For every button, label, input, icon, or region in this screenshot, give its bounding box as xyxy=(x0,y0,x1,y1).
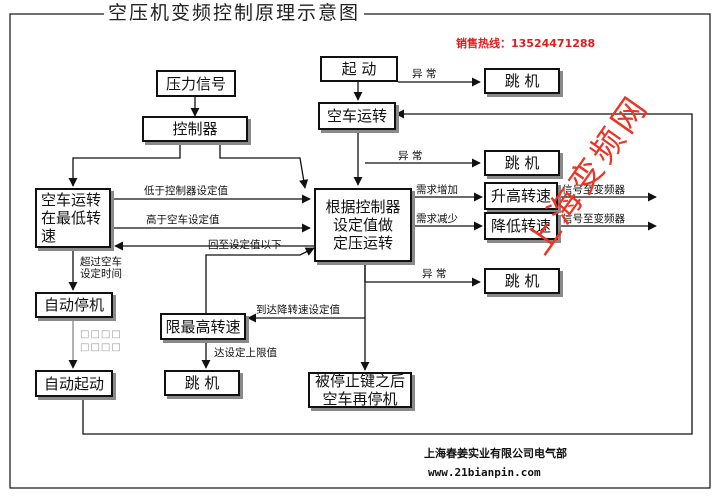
start-box: 起 动 xyxy=(320,56,398,82)
stop-key-box: 被停止键之后 空车再停机 xyxy=(308,372,412,408)
pressure-signal-box: 压力信号 xyxy=(156,70,236,97)
diagram-title: 空压机变频控制原理示意图 xyxy=(104,2,365,24)
label-abnormal-2: 异 常 xyxy=(398,150,423,162)
label-idle-timeout: 超过空车 设定时间 xyxy=(80,256,122,280)
auto-start-box: 自动起动 xyxy=(35,370,113,397)
trip-box-3: 跳 机 xyxy=(484,268,560,294)
speed-up-box: 升高转速 xyxy=(484,182,558,210)
website-url: www.21bianpin.com xyxy=(428,466,541,479)
label-reach-upper-limit: 达设定上限值 xyxy=(214,347,277,359)
grey-placeholder-text: □□□□□□□□ xyxy=(80,329,122,353)
label-signal-inverter-2: 信号至变频器 xyxy=(562,213,625,225)
label-abnormal-3: 异 常 xyxy=(422,268,447,280)
label-below-setpoint: 低于控制器设定值 xyxy=(144,185,228,197)
label-demand-down: 需求减少 xyxy=(416,213,458,225)
label-abnormal-1: 异 常 xyxy=(412,68,437,80)
company-name: 上海春姜实业有限公司电气部 xyxy=(424,447,567,460)
constant-pressure-box: 根据控制器 设定值做 定压运转 xyxy=(314,188,412,262)
label-reach-down-setpoint: 到达降转速设定值 xyxy=(256,304,340,316)
label-back-below: 回至设定值以下 xyxy=(208,239,282,251)
trip-box-1: 跳 机 xyxy=(484,68,560,94)
trip-box-2: 跳 机 xyxy=(484,150,560,176)
auto-stop-box: 自动停机 xyxy=(35,292,113,318)
min-speed-idle-box: 空车运转 在最低转 速 xyxy=(35,188,111,248)
controller-box: 控制器 xyxy=(142,116,248,142)
speed-down-box: 降低转速 xyxy=(484,212,558,240)
label-above-idle: 高于空车设定值 xyxy=(146,214,220,226)
label-signal-inverter-1: 信号至变频器 xyxy=(562,184,625,196)
idle-run-box: 空车运转 xyxy=(318,102,396,130)
trip-box-4: 跳 机 xyxy=(164,370,240,396)
limit-max-speed-box: 限最高转速 xyxy=(160,313,246,340)
label-demand-up: 需求增加 xyxy=(416,184,458,196)
sales-hotline: 销售热线：13524471288 xyxy=(456,37,596,50)
